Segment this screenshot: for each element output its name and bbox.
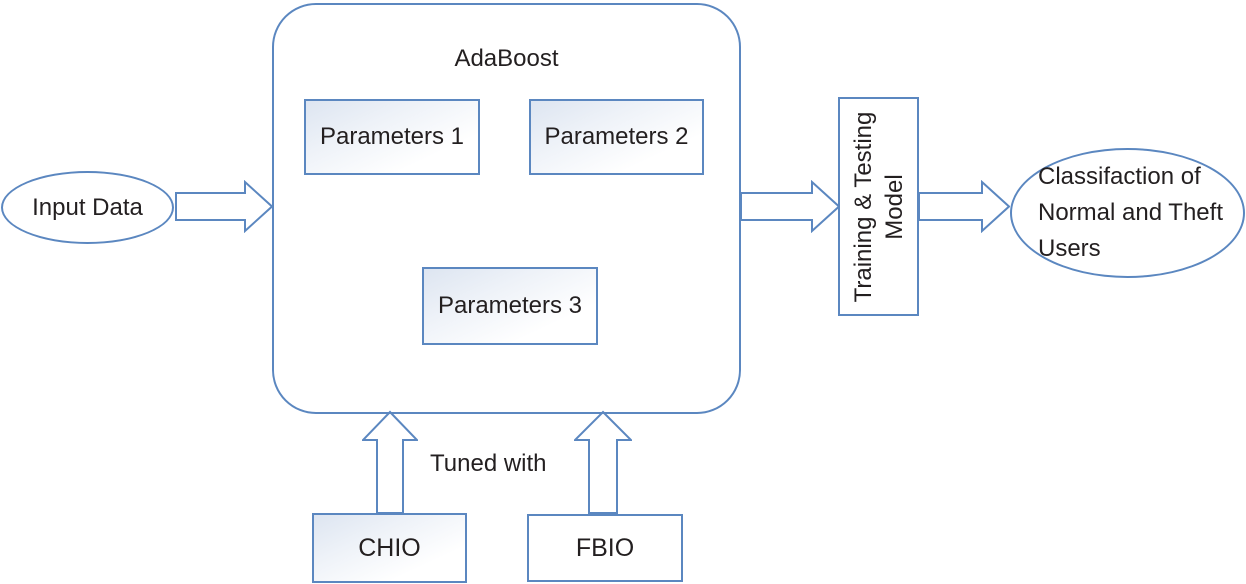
- adaboost-container: AdaBoost Parameters 1 Parameters 2 Param…: [272, 3, 741, 414]
- parameters-2-box: Parameters 2: [529, 99, 704, 175]
- training-testing-model-box: Training & Testing Model: [838, 97, 919, 316]
- input-data-node: Input Data: [1, 171, 174, 244]
- training-testing-line1: Training & Testing: [849, 111, 877, 302]
- tuned-with-label: Tuned with: [430, 450, 547, 477]
- fbio-box: FBIO: [527, 514, 683, 582]
- parameters-1-box: Parameters 1: [304, 99, 480, 175]
- classification-output-node: Classifaction of Normal and Theft Users: [1010, 148, 1245, 278]
- classification-output-label: Classifaction of Normal and Theft Users: [1038, 163, 1223, 262]
- parameters-3-box: Parameters 3: [422, 267, 598, 345]
- input-data-label: Input Data: [32, 193, 143, 221]
- arrow-fbio-to-adaboost-icon: [574, 410, 632, 514]
- parameters-1-label: Parameters 1: [319, 123, 465, 150]
- fbio-label: FBIO: [575, 533, 635, 562]
- training-testing-line2: Model: [880, 173, 908, 240]
- arrow-training-to-output-icon: [918, 180, 1010, 233]
- arrow-adaboost-to-training-icon: [740, 180, 840, 233]
- arrow-input-to-adaboost-icon: [175, 180, 273, 233]
- arrow-chio-to-adaboost-icon: [362, 410, 418, 514]
- chio-label: CHIO: [358, 533, 421, 562]
- parameters-2-label: Parameters 2: [544, 123, 689, 150]
- parameters-3-label: Parameters 3: [437, 292, 583, 319]
- chio-box: CHIO: [312, 513, 467, 583]
- adaboost-title: AdaBoost: [454, 45, 559, 72]
- training-testing-model-label: Training & Testing Model: [848, 97, 910, 316]
